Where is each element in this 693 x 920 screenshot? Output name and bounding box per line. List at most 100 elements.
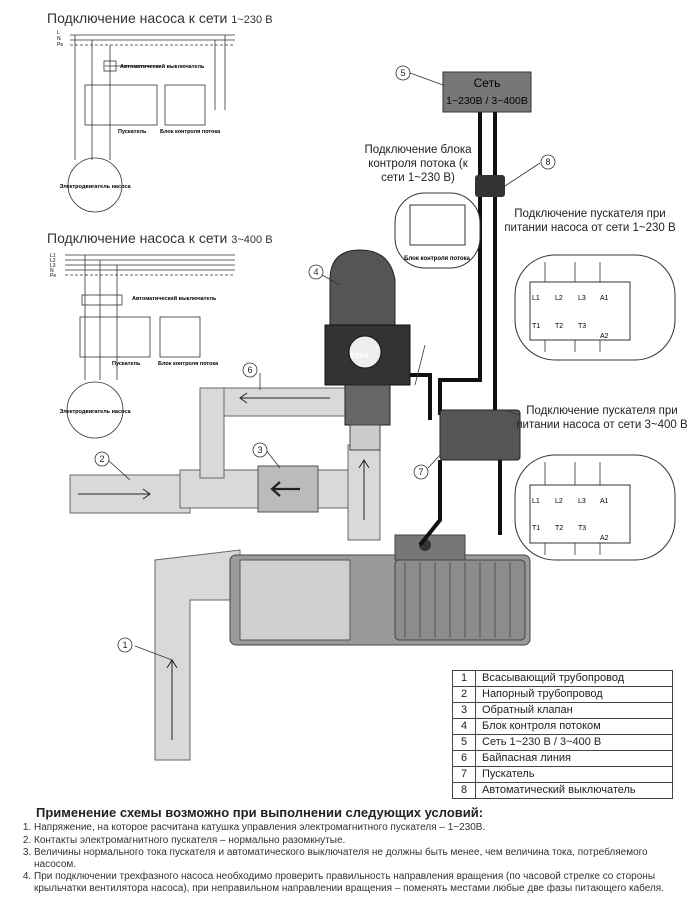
brand-label: ESPA xyxy=(350,353,369,360)
legend-text: Всасывающий трубопровод xyxy=(475,670,673,687)
heading-single-phase-text: Подключение насоса к сети xyxy=(47,10,228,26)
zoom1-l3: L3 xyxy=(578,295,586,302)
mini-motor-label-2: Электродвигатель насоса xyxy=(59,409,131,415)
zoom2-l1: L1 xyxy=(532,498,540,505)
zoom2-a1: A1 xyxy=(600,498,609,505)
network-title: Сеть xyxy=(474,76,501,90)
conditions-title: Применение схемы возможно при выполнении… xyxy=(36,805,484,820)
marker-2: 2 xyxy=(99,454,104,464)
mini-breaker-label-1: Автоматический выключатель xyxy=(120,63,205,70)
conditions-list: Напряжение, на которое расчитана катушка… xyxy=(14,822,684,894)
suction-pipe xyxy=(154,549,241,761)
legend-text: Блок контроля потоком xyxy=(475,718,673,735)
flow-control-block xyxy=(324,249,411,451)
mini-starter-label-2: Пускатель xyxy=(112,361,141,367)
legend-number: 1 xyxy=(452,670,476,687)
marker-7: 7 xyxy=(418,467,423,477)
heading-three-phase: Подключение насоса к сети 3~400 В xyxy=(47,230,273,246)
zoom2-t3: T3 xyxy=(578,525,586,532)
legend-text: Байпасная линия xyxy=(475,750,673,767)
marker-1: 1 xyxy=(122,640,127,650)
legend-text: Автоматический выключатель xyxy=(475,782,673,799)
delivery-pipe xyxy=(69,474,191,514)
marker-5: 5 xyxy=(400,68,405,78)
mini-line-l2: L2 xyxy=(50,258,56,264)
mini-breaker-label-2: Автоматический выключатель xyxy=(132,295,217,302)
three-phase-schematic xyxy=(65,254,235,439)
mini-line-pe-1: Pe xyxy=(57,42,63,48)
flow-block-small-label: Блок контроля потока xyxy=(404,256,470,262)
mini-line-l1: L1 xyxy=(50,253,56,259)
legend-text: Сеть 1~230 В / 3~400 В xyxy=(475,734,673,751)
starter-box xyxy=(439,409,521,461)
mini-line-l-1: L xyxy=(57,30,60,36)
conditions-section: Применение схемы возможно при выполнении… xyxy=(14,805,684,895)
zoom1-t1: T1 xyxy=(532,323,540,330)
heading-three-phase-text: Подключение насоса к сети xyxy=(47,230,228,246)
zoom2-t1: T1 xyxy=(532,525,540,532)
zoom1-t2: T2 xyxy=(555,323,563,330)
mini-line-n-1: N xyxy=(57,36,61,42)
mini-line-pe: Pe xyxy=(50,273,56,279)
mini-starter-label-1: Пускатель xyxy=(118,129,147,135)
zoom2-a2: A2 xyxy=(600,535,609,542)
heading-three-phase-voltage: 3~400 В xyxy=(231,234,273,246)
legend-number: 7 xyxy=(452,766,476,783)
mini-line-n: N xyxy=(50,268,54,274)
mini-motor-label-1: Электродвигатель насоса xyxy=(59,184,131,190)
legend-text: Напорный трубопровод xyxy=(475,686,673,703)
legend-number: 4 xyxy=(452,718,476,735)
zoom2-t2: T2 xyxy=(555,525,563,532)
mini-line-l3: L3 xyxy=(50,263,56,269)
zoom1-l1: L1 xyxy=(532,295,540,302)
zoom1-a1: A1 xyxy=(600,295,609,302)
automatic-switch xyxy=(475,175,505,197)
condition-item: Величины нормального тока пускателя и ав… xyxy=(34,847,684,870)
starter-3ph-label: Подключение пускателя при питании насоса… xyxy=(516,405,688,431)
marker-8: 8 xyxy=(545,157,550,167)
marker-6: 6 xyxy=(247,365,252,375)
network-voltage: 1~230В / 3~400В xyxy=(446,95,528,107)
network-box xyxy=(442,71,532,113)
zoom2-l3: L3 xyxy=(578,498,586,505)
condition-item: Контакты электромагнитного пускателя – н… xyxy=(34,835,684,847)
condition-item: Напряжение, на которое расчитана катушка… xyxy=(34,822,684,834)
flow-block-connection-label: Подключение блока контроля потока (к сет… xyxy=(364,144,472,184)
zoom1-a2: A2 xyxy=(600,333,609,340)
legend-text: Пускатель xyxy=(475,766,673,783)
legend-number: 5 xyxy=(452,734,476,751)
heading-single-phase-voltage: 1~230 В xyxy=(231,14,273,26)
starter-1ph-label: Подключение пускателя при питании насоса… xyxy=(504,208,676,234)
mini-flow-label-2: Блок контроля потока xyxy=(158,361,219,367)
pump xyxy=(229,534,531,646)
flow-block-zoom xyxy=(394,192,481,269)
wiring-diagram: Автоматический выключатель Пускатель Бло… xyxy=(50,30,676,761)
cables xyxy=(410,112,502,547)
mini-flow-label-1: Блок контроля потока xyxy=(160,129,221,135)
legend-number: 3 xyxy=(452,702,476,719)
starter-zoom-1ph xyxy=(514,254,676,361)
single-phase-schematic xyxy=(67,34,235,213)
starter-zoom-3ph xyxy=(514,454,676,561)
legend-number: 2 xyxy=(452,686,476,703)
zoom2-l2: L2 xyxy=(555,498,563,505)
marker-4: 4 xyxy=(313,267,318,277)
legend-text: Обратный клапан xyxy=(475,702,673,719)
markers xyxy=(94,65,556,653)
legend-number: 8 xyxy=(452,782,476,799)
zoom1-l2: L2 xyxy=(555,295,563,302)
zoom1-t3: T3 xyxy=(578,323,586,330)
legend-number: 6 xyxy=(452,750,476,767)
heading-single-phase: Подключение насоса к сети 1~230 В xyxy=(47,10,273,26)
marker-3: 3 xyxy=(257,445,262,455)
condition-item: При подключении трехфазного насоса необх… xyxy=(34,871,684,894)
